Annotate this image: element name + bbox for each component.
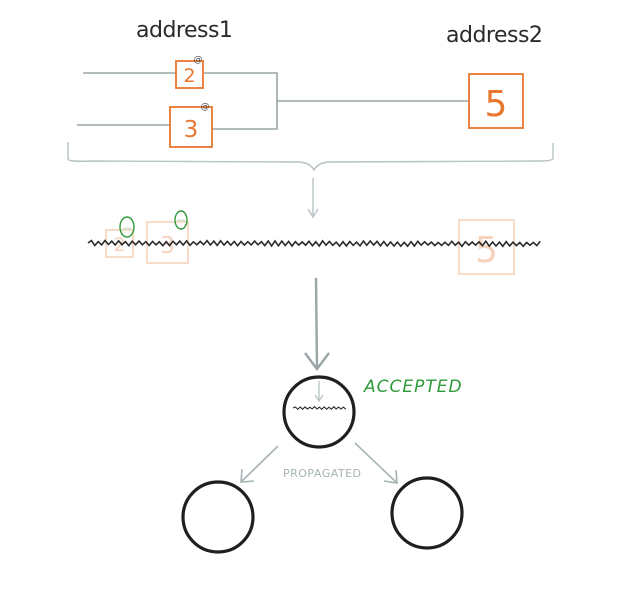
- address2-label: address2: [446, 23, 542, 48]
- signature-mark-1: @: [194, 55, 203, 65]
- signature-oval-1: [119, 216, 135, 238]
- input-box-2-frame: [175, 60, 204, 89]
- input-lines: [77, 72, 469, 130]
- input-amount-2: 2: [183, 65, 195, 87]
- transaction-brace: [67, 142, 554, 172]
- address1-label: address1: [136, 18, 232, 43]
- output-box-5: 5: [468, 73, 524, 129]
- faded-output-box-5: 5: [458, 219, 515, 275]
- serialized-transaction-line: [87, 239, 541, 248]
- faded-amount-3: 3: [160, 233, 175, 259]
- propagated-label: PROPAGATED: [283, 467, 362, 480]
- faded-amount-2: 2: [113, 234, 125, 256]
- propagation-arrow-right: [354, 442, 397, 483]
- node-inbound-arrow: [314, 381, 324, 403]
- propagation-arrow-left: [241, 445, 279, 482]
- accepted-label: ACCEPTED: [363, 377, 463, 397]
- output-amount-5: 5: [485, 84, 508, 125]
- propagation-arrows: [240, 442, 398, 484]
- signature-oval-2: [174, 210, 188, 230]
- input-amount-3: 3: [184, 117, 199, 143]
- input-box-3-frame: [169, 106, 213, 148]
- received-transaction-mini-line: [292, 405, 347, 411]
- output-box-5-frame: [468, 73, 524, 129]
- peer-node-right: [390, 476, 464, 550]
- serialize-arrow: [307, 178, 319, 219]
- merge-bracket: [204, 72, 278, 130]
- faded-amount-5: 5: [475, 230, 498, 271]
- input-box-2: 2 @: [175, 55, 204, 89]
- faded-input-box-2: 2: [105, 229, 134, 258]
- peer-node-left: [181, 480, 255, 554]
- receiving-node: [282, 375, 356, 449]
- broadcast-arrow: [304, 277, 330, 371]
- signature-mark-2: @: [201, 102, 210, 112]
- input-box-3: 3 @: [169, 102, 213, 148]
